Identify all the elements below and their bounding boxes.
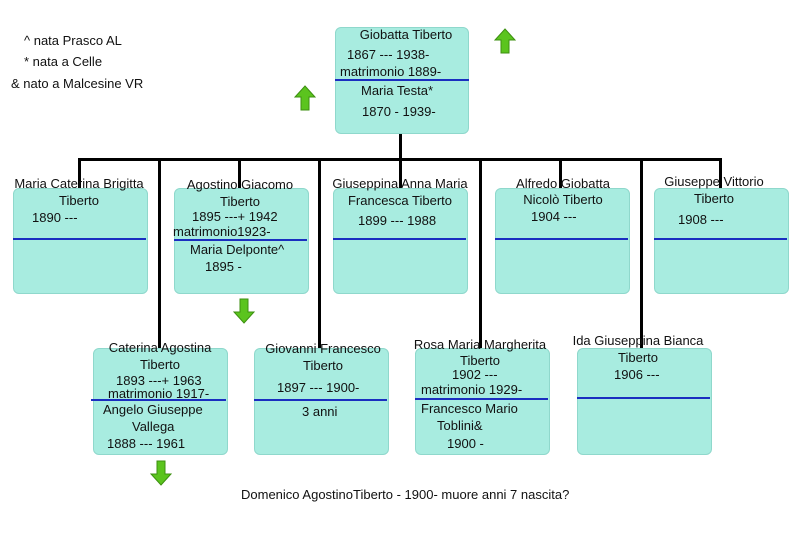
root-dates: 1867 --- 1938- [347, 47, 430, 62]
arrow-down-icon[interactable] [150, 460, 172, 486]
child-3-divider [333, 238, 466, 240]
child-1-divider [13, 238, 146, 240]
drop-4 [318, 158, 321, 350]
child-6-name2: Tiberto [140, 357, 180, 372]
child-2-spouse: Maria Delponte^ [190, 242, 285, 257]
child-7-name2: Tiberto [303, 358, 343, 373]
person-box-rosa-maria[interactable] [415, 348, 550, 455]
person-box-alfredo[interactable] [495, 188, 630, 294]
child-6-divider [91, 399, 226, 401]
child-4-dates: 1904 --- [531, 209, 577, 224]
root-spouse-dates: 1870 - 1939- [362, 104, 436, 119]
child-5-dates: 1908 --- [678, 212, 724, 227]
drop-5 [399, 158, 402, 190]
footer-note: Domenico AgostinoTiberto - 1900- muore a… [241, 487, 570, 502]
child-8-spouse: Francesco Mario [421, 401, 518, 416]
child-1-name2: Tiberto [59, 193, 99, 208]
arrow-up-icon[interactable] [494, 28, 516, 54]
child-8-spouse2: Toblini& [437, 418, 483, 433]
child-3-name2: Francesca Tiberto [347, 193, 453, 208]
drop-9 [719, 158, 722, 190]
child-2-divider [174, 239, 307, 241]
child-5-divider [654, 238, 787, 240]
arrow-down-icon[interactable] [233, 298, 255, 324]
person-box-agostino-giacomo[interactable] [174, 188, 309, 294]
child-8-marriage: matrimonio 1929- [421, 382, 523, 397]
person-box-caterina-agostina[interactable] [93, 348, 228, 455]
child-3-name: Giuseppina Anna Maria [332, 176, 468, 191]
person-box-ida-giuseppina[interactable] [577, 348, 712, 455]
root-name: Giobatta Tiberto [359, 27, 453, 42]
child-4-name: Alfredo Giobatta [516, 176, 610, 191]
child-6-marriage: matrimonio 1917- [108, 386, 210, 401]
child-7-divider [254, 399, 387, 401]
child-7-dates: 1897 --- 1900- [277, 380, 360, 395]
child-5-name: Giuseppe Vittorio [664, 174, 764, 189]
child-6-spouse: Angelo Giuseppe [103, 402, 203, 417]
child-2-spouse-dates: 1895 - [205, 259, 242, 274]
arrow-up-icon[interactable] [294, 85, 316, 111]
legend-prasco: ^ nata Prasco AL [24, 33, 122, 48]
child-3-dates: 1899 --- 1988 [358, 213, 437, 228]
child-8-divider [415, 398, 548, 400]
child-9-name: Ida Giuseppina Bianca [572, 333, 704, 348]
child-7-name: Giovanni Francesco [265, 341, 381, 356]
drop-6 [479, 158, 482, 350]
child-5-name2: Tiberto [694, 191, 734, 206]
child-1-dates: 1890 --- [32, 210, 78, 225]
child-2-name2: Tiberto [220, 194, 260, 209]
child-4-name2: Nicolò Tiberto [523, 192, 603, 207]
child-6-name: Caterina Agostina [108, 340, 212, 355]
child-7-note: 3 anni [302, 404, 338, 419]
root-stem [399, 132, 402, 160]
root-spouse: Maria Testa* [361, 83, 434, 98]
legend-malcesine: & nato a Malcesine VR [11, 76, 144, 91]
person-box-maria-caterina[interactable] [13, 188, 148, 294]
child-9-divider [577, 397, 710, 399]
legend-celle: * nata a Celle [24, 54, 103, 69]
drop-1 [78, 158, 81, 190]
root-divider [335, 79, 469, 81]
child-8-name: Rosa Maria Margherita [413, 337, 547, 352]
child-6-dates: 1893 ---+ 1963 [116, 373, 202, 388]
child-4-divider [495, 238, 628, 240]
child-1-name: Maria Caterina Brigitta [14, 176, 144, 191]
drop-3 [238, 158, 241, 190]
child-8-name2: Tiberto [460, 353, 500, 368]
child-6-spouse-dates: 1888 --- 1961 [107, 436, 186, 451]
person-box-giuseppina[interactable] [333, 188, 468, 294]
child-2-dates: 1895 ---+ 1942 [192, 209, 278, 224]
child-8-spouse-dates: 1900 - [447, 436, 484, 451]
child-6-spouse2: Vallega [132, 419, 175, 434]
drop-2 [158, 158, 161, 350]
drop-7 [559, 158, 562, 190]
child-2-name: Agostino Giacomo [186, 177, 294, 192]
child-9-name2: Tiberto [618, 350, 658, 365]
child-8-dates: 1902 --- [452, 367, 498, 382]
person-box-giovanni-francesco[interactable] [254, 348, 389, 455]
child-9-dates: 1906 --- [614, 367, 660, 382]
person-box-giuseppe-vittorio[interactable] [654, 188, 789, 294]
root-marriage: matrimonio 1889- [340, 64, 442, 79]
child-2-marriage: matrimonio1923- [173, 224, 271, 239]
drop-8 [640, 158, 643, 350]
